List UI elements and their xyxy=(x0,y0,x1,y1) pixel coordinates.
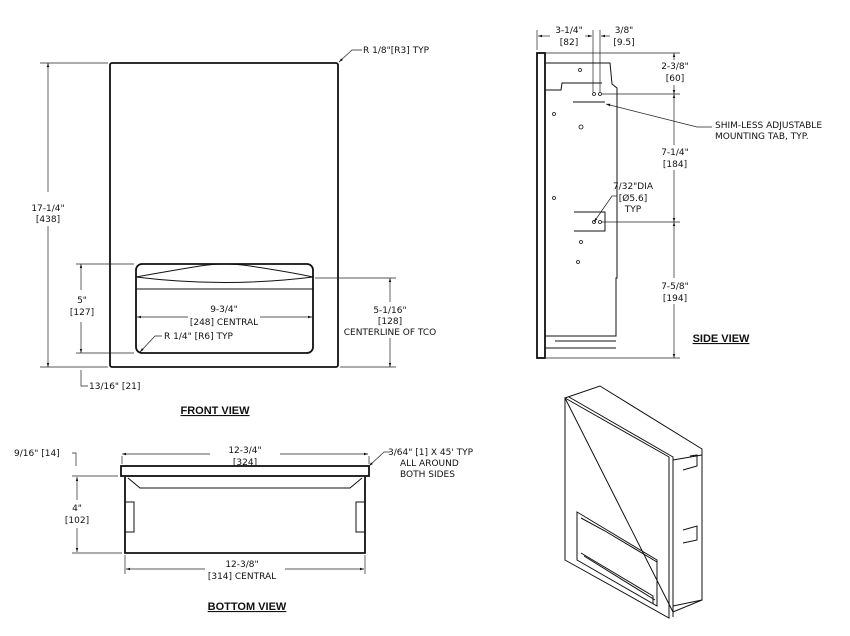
tab-note-line2: MOUNTING TAB, TYP. xyxy=(715,132,809,142)
bottom-offset-label: 13/16" [21] xyxy=(89,382,140,392)
tco-label: CENTERLINE OF TCO xyxy=(344,328,437,338)
front-view: 17-1/4" [438] 5" [127] 9-3/4" [248] CENT… xyxy=(31,46,436,417)
depth-label: 3-1/4" xyxy=(555,26,583,36)
height-mm-label: [438] xyxy=(36,215,60,225)
chamfer-label-2: ALL AROUND xyxy=(400,459,459,469)
top-tab-mm-label: [60] xyxy=(666,74,684,84)
side-view-title: SIDE VIEW xyxy=(693,333,750,345)
depth-mm-label: [82] xyxy=(560,38,578,48)
mounting-holes xyxy=(552,68,602,264)
bottom-tab-mm-label: [194] xyxy=(663,294,687,304)
opening-height-label: 5" xyxy=(77,296,87,306)
tab-offset-mm-label: [9.5] xyxy=(613,38,634,48)
tab-spacing-label: 7-1/4" xyxy=(661,148,689,158)
hole-typ-label: TYP xyxy=(624,205,642,215)
front-view-title: FRONT VIEW xyxy=(180,405,250,417)
body-width-label: 12-3/8" xyxy=(225,560,258,570)
tab-note-line1: SHIM-LESS ADJUSTABLE xyxy=(715,121,822,131)
body-width-mm-label: [314] CENTRAL xyxy=(208,572,276,582)
isometric-view xyxy=(564,385,703,619)
hole-dia-label: 7/32"DIA xyxy=(613,182,654,192)
tab-spacing-mm-label: [184] xyxy=(663,160,687,170)
height-label: 17-1/4" xyxy=(31,204,64,214)
bottom-flange xyxy=(120,465,370,477)
width-label: 12-3/4" xyxy=(228,446,261,456)
tab-offset-label: 3/8" xyxy=(615,26,634,36)
depth-label: 4" xyxy=(72,504,82,514)
chamfer-label-3: BOTH SIDES xyxy=(400,470,455,480)
chamfer-label-1: 3/64" [1] X 45' TYP xyxy=(388,448,474,458)
front-panel xyxy=(109,62,339,368)
iso-front-panel xyxy=(564,397,670,619)
opening-width-label: 9-3/4" xyxy=(210,305,238,315)
opening-lip xyxy=(135,263,314,283)
opening-height-mm-label: [127] xyxy=(70,308,94,318)
depth-mm-label: [102] xyxy=(65,516,89,526)
hole-dia-mm-label: [Ø5.6] xyxy=(619,193,647,204)
opening-width-mm-label: [248] CENTRAL xyxy=(190,318,258,328)
bottom-tab-label: 7-5/8" xyxy=(661,282,689,292)
bottom-view-title: BOTTOM VIEW xyxy=(208,601,287,613)
iso-opening xyxy=(576,511,658,607)
flange-thickness-label: 9/16" [14] xyxy=(14,449,60,459)
opening-radius-label: R 1/4" [R6] TYP xyxy=(164,332,233,342)
bottom-view: 12-3/4" [324] 3/64" [1] X 45' TYP ALL AR… xyxy=(14,446,474,613)
width-mm-label: [324] xyxy=(233,458,257,468)
tco-height-mm-label: [128] xyxy=(378,317,402,327)
corner-radius-label: R 1/8"[R3] TYP xyxy=(363,46,430,56)
top-tab-label: 2-3/8" xyxy=(661,62,689,72)
tco-height-label: 5-1/16" xyxy=(373,306,406,316)
side-flange xyxy=(536,52,546,359)
side-view: 3-1/4" [82] 3/8" [9.5] 2-3/8" [60] 7-1/4… xyxy=(536,26,822,359)
